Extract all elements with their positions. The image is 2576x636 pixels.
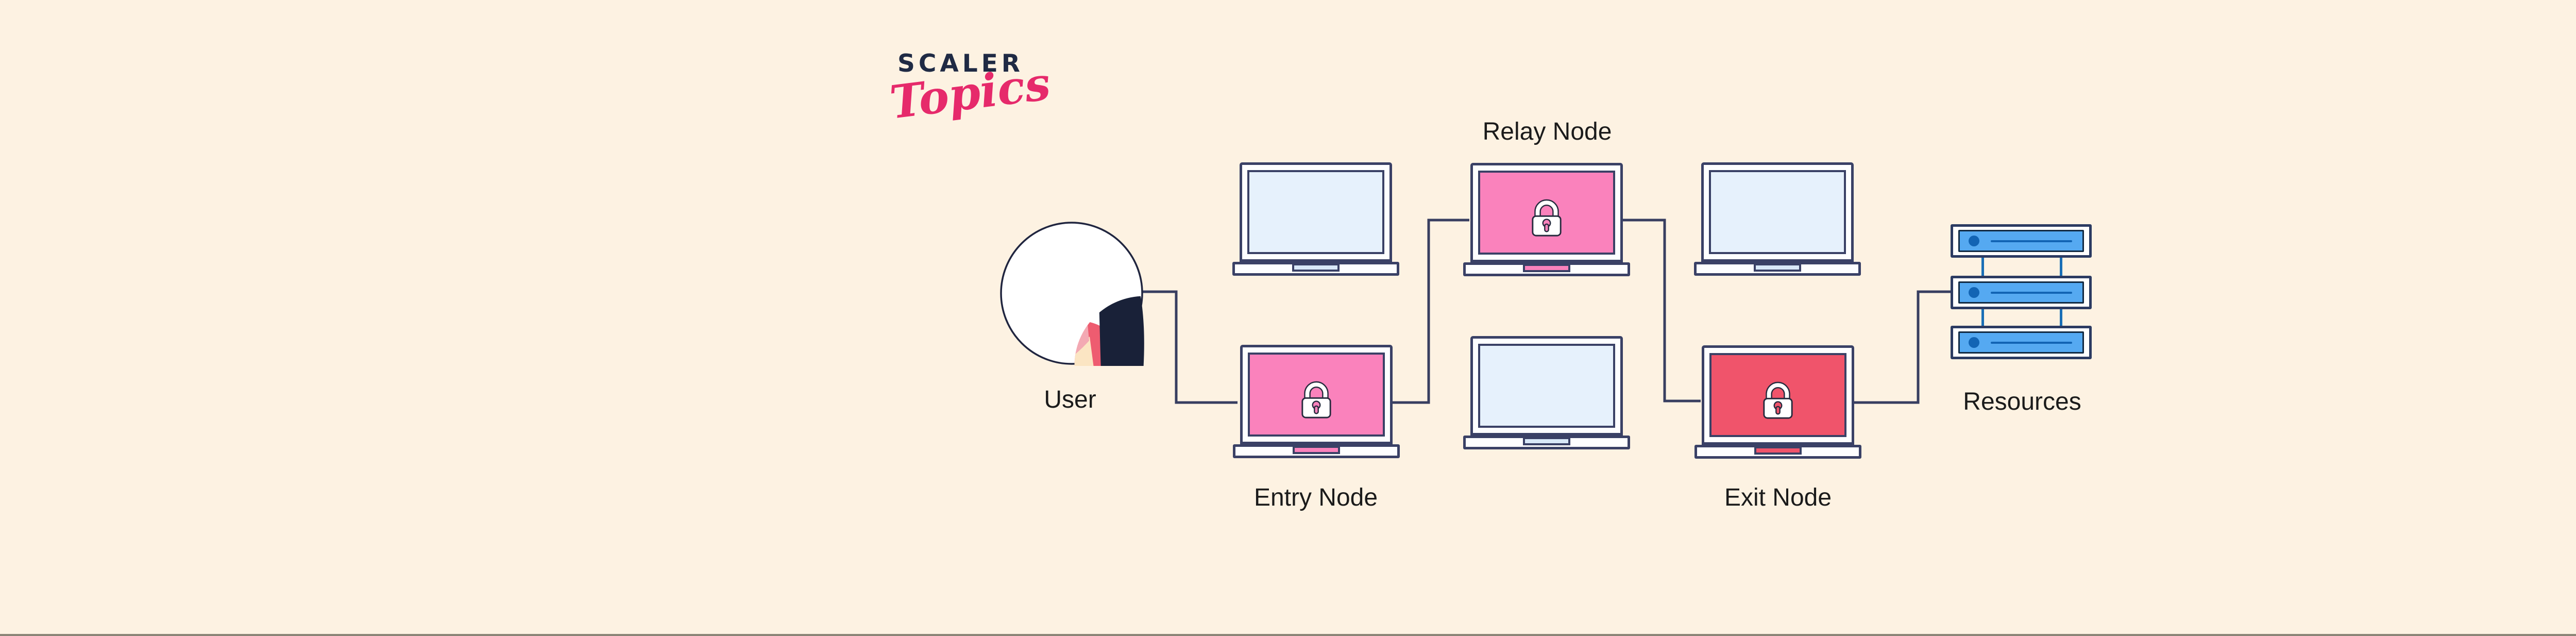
laptop-icon-bottom-middle [1463, 336, 1630, 449]
laptop-notch [1754, 263, 1801, 272]
padlock-icon [1532, 199, 1562, 237]
logo-brand-text: SCALER [897, 49, 1024, 78]
server-led-icon [1969, 236, 1979, 246]
laptop-screen [1478, 171, 1615, 255]
server-slot-line [1991, 341, 2072, 344]
server-bar [1958, 281, 2084, 304]
padlock-icon [1301, 381, 1331, 419]
scaler-topics-logo: SCALER Topics [887, 49, 1054, 129]
user-avatar-icon [1000, 222, 1144, 366]
connector-relay-to-exit [1621, 219, 1701, 403]
laptop-screen [1709, 170, 1846, 254]
laptop-icon-top-right [1694, 162, 1861, 276]
server-led-icon [1969, 287, 1979, 298]
server-rack-icon-2 [1951, 276, 2092, 309]
server-rack-icon-1 [1951, 224, 2092, 258]
laptop-screen [1247, 170, 1384, 254]
server-bar [1958, 230, 2084, 252]
laptop-notch [1754, 446, 1802, 455]
connector-entry-to-relay [1391, 219, 1469, 404]
server-link-line [2060, 307, 2062, 327]
server-slot-line [1991, 291, 2072, 294]
server-link-line [2060, 257, 2062, 277]
user-label: User [1044, 386, 1096, 413]
server-slot-line [1991, 240, 2072, 242]
relay-node-label: Relay Node [1482, 118, 1612, 145]
laptop-notch [1523, 264, 1570, 272]
laptop-screen [1709, 353, 1846, 437]
server-link-line [1981, 307, 1984, 327]
laptop-notch [1523, 437, 1570, 445]
screenshot-bottom-border [0, 634, 2576, 636]
server-rack-icon-3 [1951, 326, 2092, 359]
laptop-icon-top-left [1232, 162, 1399, 276]
laptop-screen [1248, 353, 1385, 437]
laptop-notch [1293, 446, 1340, 454]
entry-node-laptop [1233, 345, 1400, 458]
resources-label: Resources [1963, 388, 2081, 415]
entry-node-label: Entry Node [1253, 484, 1378, 511]
connector-exit-to-resources [1852, 290, 1952, 404]
padlock-icon [1763, 381, 1793, 419]
server-led-icon [1969, 337, 1979, 348]
laptop-screen [1478, 344, 1615, 428]
relay-node-laptop [1463, 163, 1630, 276]
exit-node-laptop [1694, 345, 1861, 459]
laptop-notch [1292, 263, 1340, 272]
connector-user-to-entry [1142, 290, 1238, 404]
server-link-line [1981, 257, 1984, 277]
server-bar [1958, 331, 2084, 354]
exit-node-label: Exit Node [1724, 484, 1832, 511]
